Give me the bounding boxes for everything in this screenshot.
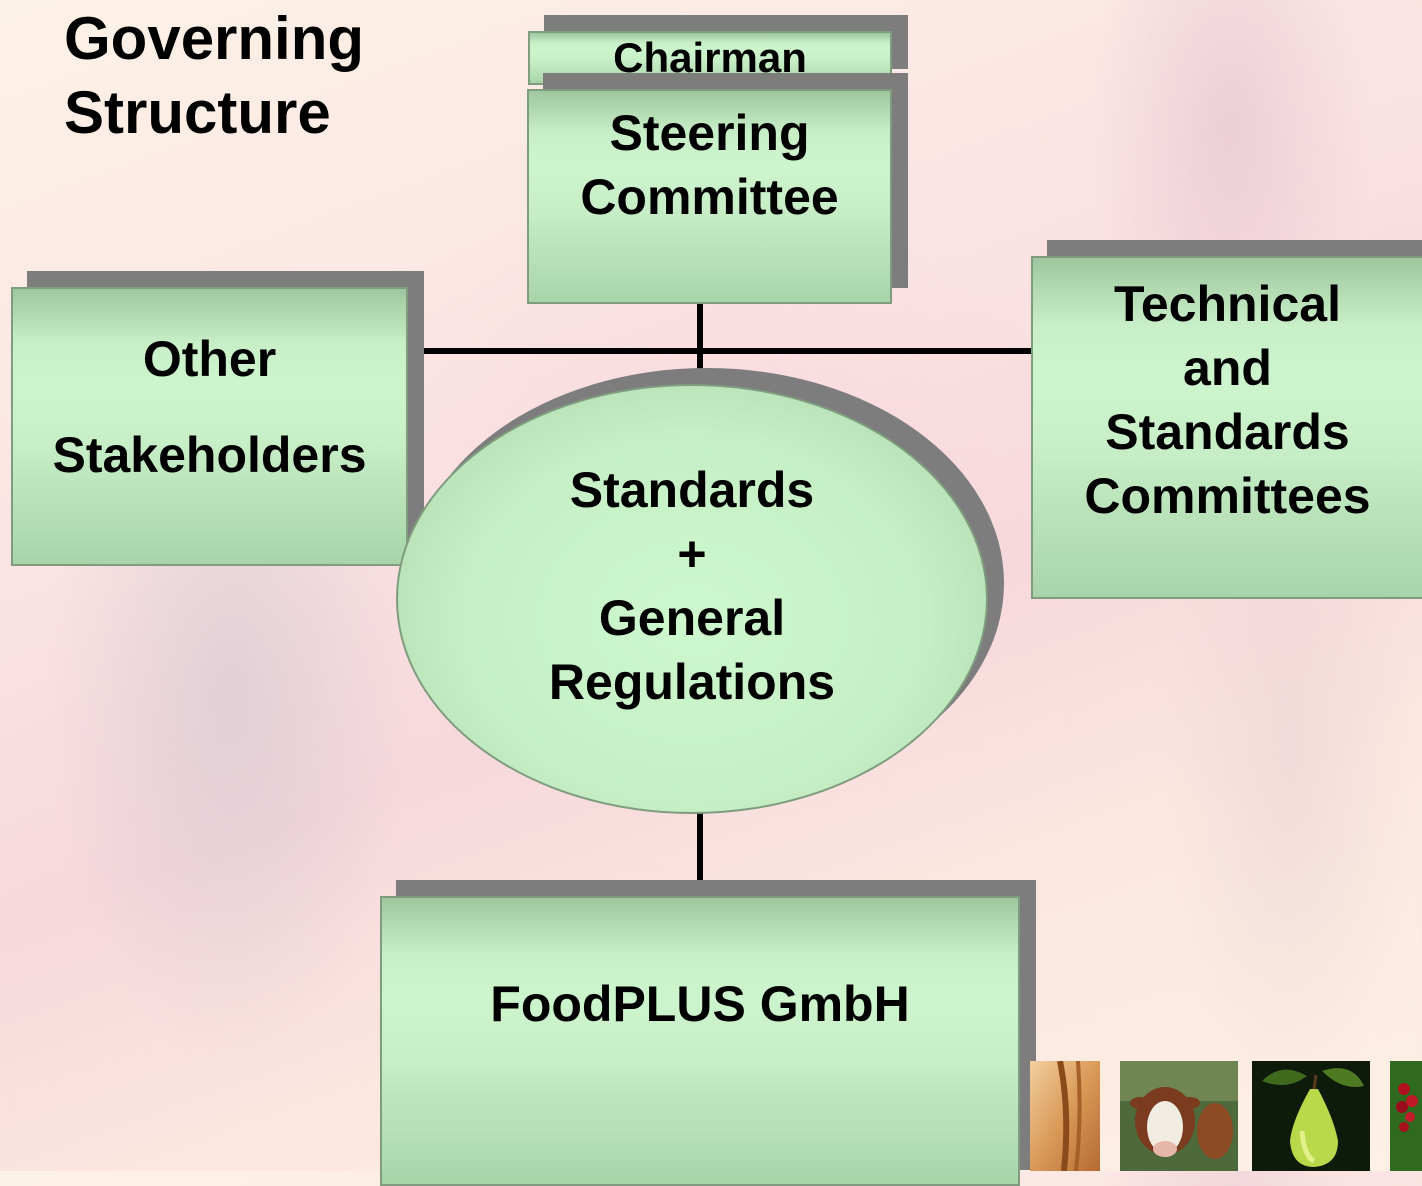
cow-photo — [1120, 1061, 1238, 1171]
other-stakeholders-box: Other Stakeholders — [11, 287, 408, 566]
steering-committee-line-2: Committee — [580, 169, 839, 225]
foodplus-label: FoodPLUS GmbH — [490, 976, 910, 1032]
center-ellipse: Standards + General Regulations — [396, 384, 988, 814]
center-line-3: General — [598, 590, 786, 646]
pear-photo — [1252, 1061, 1370, 1171]
technical-committees-line-2: and — [1183, 340, 1272, 396]
page-title: Governing Structure — [64, 2, 364, 150]
wheat-photo — [1030, 1061, 1100, 1171]
title-line-1: Governing — [64, 5, 365, 72]
foodplus-box: FoodPLUS GmbH — [380, 896, 1020, 1186]
other-stakeholders-line-1: Other — [142, 331, 277, 387]
center-line-1: Standards — [569, 462, 815, 518]
technical-committees-line-3: Standards — [1105, 404, 1350, 460]
chairman-box: Chairman — [528, 31, 892, 85]
technical-committees-line-4: Committees — [1084, 468, 1371, 524]
steering-committee-line-1: Steering — [609, 105, 810, 161]
photo-strip — [1030, 1055, 1422, 1171]
steering-committee-box: Steering Committee — [527, 89, 892, 304]
technical-committees-line-1: Technical — [1114, 276, 1341, 332]
other-stakeholders-line-2: Stakeholders — [52, 427, 367, 483]
chairman-label: Chairman — [613, 34, 807, 81]
berries-photo — [1390, 1061, 1422, 1171]
center-line-4: Regulations — [548, 654, 836, 710]
technical-committees-box: Technical and Standards Committees — [1031, 256, 1422, 599]
title-line-2: Structure — [64, 79, 331, 146]
center-line-2: + — [677, 526, 707, 582]
